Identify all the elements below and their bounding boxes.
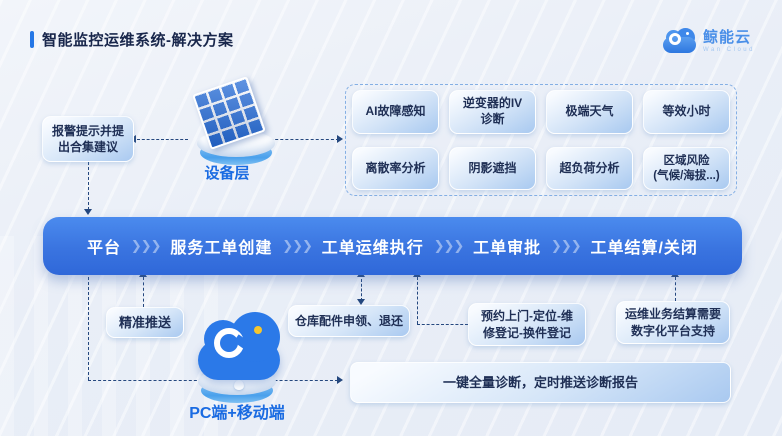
warehouse-box: 仓库配件申领、退还 <box>288 305 410 337</box>
capability-box: 超负荷分析 <box>546 147 633 190</box>
connector-bar-to-diagnosis-v <box>88 277 89 380</box>
capability-box: 极端天气 <box>546 90 633 135</box>
brand-subtitle: Wan Cloud <box>703 46 755 53</box>
chevrons-right-icon <box>551 238 581 254</box>
connector-appointment-to-bar-v <box>417 277 418 324</box>
title-accent-bar <box>30 31 34 48</box>
brand-logo: 鲸能云 Wan Cloud <box>662 28 755 54</box>
capability-box: 离散率分析 <box>352 147 439 190</box>
diagnosis-bar: 一键全量诊断，定时推送诊断报告 <box>350 362 731 403</box>
connector-warehouse-to-bar <box>361 279 362 301</box>
connector-alert-to-bar <box>88 162 89 210</box>
capability-box: 逆变器的IV 诊断 <box>449 90 536 135</box>
client-layer-label: PC端+移动端 <box>189 405 285 422</box>
pipeline-stage: 工单结算/关闭 <box>590 240 698 257</box>
connector-panel-to-capabilities <box>260 139 339 140</box>
pipeline-stage: 平台 <box>87 240 122 257</box>
cloud-icon <box>662 28 698 54</box>
connector-push-to-bar <box>143 277 144 307</box>
page-title: 智能监控运维系统-解决方案 <box>42 32 234 49</box>
appointment-box: 预约上门-定位-维 修登记-换件登记 <box>468 303 586 346</box>
solar-panel-icon <box>186 76 286 178</box>
device-layer-label: 设备层 <box>204 165 250 182</box>
settlement-box: 运维业务结算需要 数字化平台支持 <box>616 301 730 344</box>
arrowhead-down-icon <box>357 299 365 305</box>
capability-box: 等效小时 <box>643 90 730 135</box>
cloud-dot <box>254 326 262 334</box>
arrowhead-right-icon <box>337 376 343 384</box>
pipeline-stage: 工单审批 <box>473 240 542 257</box>
pipeline-stage: 工单运维执行 <box>321 240 424 257</box>
capability-box: AI故障感知 <box>352 90 439 135</box>
arrowhead-right-icon <box>337 135 343 143</box>
connector-settlement-to-bar <box>675 277 676 301</box>
chevrons-right-icon <box>131 238 161 254</box>
cloud-icon <box>192 312 292 404</box>
connector-panel-to-alert <box>137 139 188 140</box>
chevrons-right-icon <box>434 238 464 254</box>
capability-box: 区域风险 (气候/海拔...) <box>643 147 730 190</box>
pipeline-stage: 服务工单创建 <box>170 240 273 257</box>
brand-name: 鲸能云 <box>703 28 752 46</box>
precise-push-box: 精准推送 <box>106 307 184 338</box>
connector-appointment-to-bar-h <box>417 324 468 325</box>
capability-group: AI故障感知 逆变器的IV 诊断 极端天气 等效小时 离散率分析 阴影遮挡 超负… <box>345 84 737 196</box>
alert-tip-box: 报警提示并提 出合集建议 <box>42 116 134 162</box>
capability-box: 阴影遮挡 <box>449 147 536 190</box>
workflow-pipeline-bar: 平台 服务工单创建 工单运维执行 工单审批 工单结算/关闭 <box>43 217 742 275</box>
cloud-swirl <box>214 328 244 358</box>
arrowhead-down-icon <box>84 209 92 215</box>
chevrons-right-icon <box>282 238 312 254</box>
cloud-stem <box>234 380 244 390</box>
